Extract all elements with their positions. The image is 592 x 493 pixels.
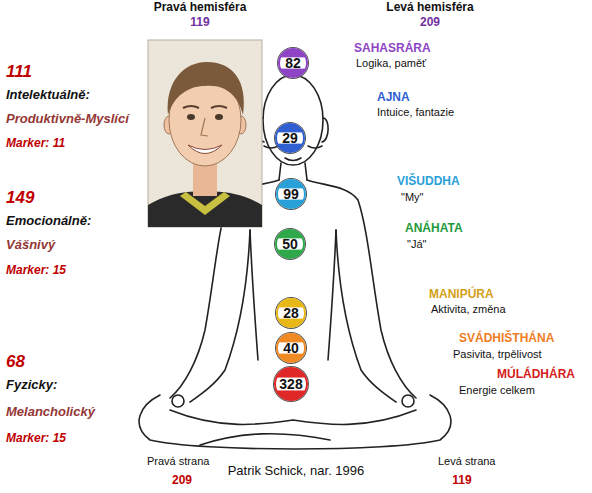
chakra-label: 149: [5, 188, 35, 208]
chakra-number: 99: [283, 187, 299, 201]
chakra-label: Intuice, fantazie: [376, 106, 455, 119]
chakra-number: 40: [283, 341, 299, 355]
side-label: Levá strana: [437, 455, 496, 468]
chakra-label: Aktivita, změna: [430, 303, 507, 316]
chakra-number: 28: [283, 306, 299, 320]
chakra-label: Fyzicky:: [5, 378, 58, 393]
chakra-label: 68: [5, 352, 26, 372]
chakra-circle: 28: [276, 298, 306, 328]
chakra-label: "My": [400, 191, 424, 204]
chakra-number: 50: [282, 237, 298, 251]
hemisphere-label: 209: [419, 16, 441, 30]
chakra-label: SVÁDHIŠTHÁNA: [458, 332, 555, 346]
side-label: 119: [451, 474, 472, 488]
chakra-label: 111: [5, 62, 33, 82]
chakra-label: MÚLÁDHÁRA: [496, 368, 576, 382]
chakra-label: Marker: 11: [5, 137, 66, 151]
hemisphere-label: 119: [189, 16, 210, 30]
chakra-circle: 99: [276, 179, 306, 209]
chakra-label: Energie celkem: [458, 384, 536, 397]
chakra-label: Emocionálně:: [5, 214, 92, 229]
chakra-label: Melancholický: [5, 405, 96, 420]
chakra-label: Marker: 15: [5, 264, 67, 278]
chakra-circle: 29: [275, 123, 305, 153]
hemisphere-label: Levá hemisféra: [385, 1, 474, 15]
chakra-circle: 40: [276, 333, 306, 363]
hemisphere-label: Pravá hemisféra: [153, 1, 248, 15]
chakra-label: Pasivita, trpělivost: [452, 348, 543, 361]
side-label: Pravá strana: [146, 455, 210, 468]
chakra-number: 29: [282, 131, 298, 145]
chakra-label: MANIPÚRA: [428, 288, 495, 302]
chakra-label: Vášnivý: [5, 238, 56, 253]
chakra-label: VIŠUDDHA: [396, 175, 461, 189]
chakra-circle: 50: [275, 229, 305, 259]
chakra-number: 328: [279, 377, 302, 391]
chakra-label: Marker: 15: [5, 432, 67, 446]
chakra-circle: 328: [274, 367, 308, 401]
chakra-label: Produktivně-Myslící: [5, 112, 130, 127]
caption: Patrik Schick, nar. 1996: [227, 464, 366, 479]
side-label: 209: [171, 474, 193, 488]
chakra-label: AJNA: [376, 91, 411, 105]
chakra-label: ANÁHATA: [404, 222, 464, 236]
chakra-label: Logika, paměť: [355, 57, 427, 70]
chakra-label: SAHASRÁRA: [353, 42, 432, 56]
chakra-circle: 82: [278, 48, 308, 78]
chakra-label: "Já": [406, 238, 427, 251]
chakra-label: Intelektuálně:: [5, 88, 91, 103]
chakra-number: 82: [285, 56, 301, 70]
